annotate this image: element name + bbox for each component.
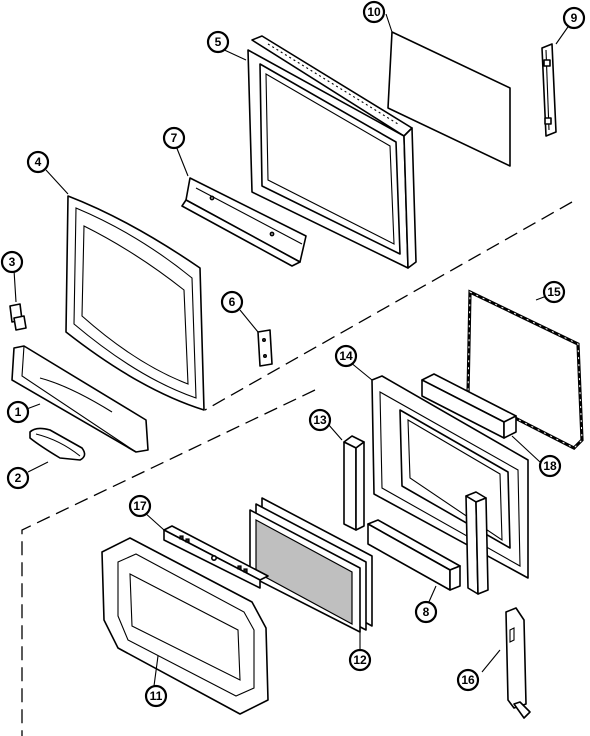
- callout-8: 8: [414, 600, 438, 624]
- callout-14-label: 14: [339, 349, 353, 363]
- callout-10: 10: [362, 0, 386, 24]
- callout-5-label: 5: [215, 35, 222, 49]
- callout-6-label: 6: [229, 295, 236, 309]
- callout-10-label: 10: [367, 5, 381, 19]
- callout-15-label: 15: [547, 285, 561, 299]
- callout-16: 16: [456, 668, 480, 692]
- callout-15: 15: [542, 280, 566, 304]
- part-6-plate: [257, 329, 273, 367]
- part-1-handle: [11, 345, 149, 453]
- callout-9: 9: [562, 6, 586, 30]
- callout-4: 4: [26, 150, 50, 174]
- callout-14: 14: [334, 344, 358, 368]
- callout-18-label: 18: [543, 459, 557, 473]
- callout-2-label: 2: [15, 471, 22, 485]
- part-3-clip: [9, 303, 27, 331]
- part-4-door-panel: [65, 195, 205, 411]
- part-17-vent-strip: [163, 525, 269, 589]
- callout-18: 18: [538, 454, 562, 478]
- callout-1: 1: [6, 400, 30, 424]
- part-15-gasket: [466, 289, 584, 450]
- callout-17: 17: [128, 494, 152, 518]
- callout-13-label: 13: [313, 413, 327, 427]
- part-18-insulation-block: [421, 373, 517, 439]
- callout-11-label: 11: [150, 689, 163, 703]
- callout-7-label: 7: [171, 131, 178, 145]
- callout-2: 2: [6, 466, 30, 490]
- callout-3: 3: [0, 250, 24, 274]
- callout-4-label: 4: [35, 155, 42, 169]
- part-11-outer-trim: [101, 537, 269, 715]
- part-10-glass-panel: [387, 31, 511, 167]
- part-12-glass-pack: [249, 497, 373, 633]
- part-8-insulation-blocks: [367, 491, 489, 595]
- part-7-channel-strip: [181, 177, 307, 267]
- callout-12-label: 12: [353, 653, 367, 667]
- part-2-handle-insert: [29, 427, 86, 461]
- callout-7: 7: [162, 126, 186, 150]
- part-16-hinge: [505, 607, 531, 719]
- section-divider-lines: [21, 201, 573, 736]
- callout-5: 5: [206, 30, 230, 54]
- callout-1-label: 1: [15, 405, 22, 419]
- callout-6: 6: [220, 290, 244, 314]
- callout-13: 13: [308, 408, 332, 432]
- callout-16-label: 16: [461, 673, 475, 687]
- callout-11: 11: [144, 684, 168, 708]
- callout-3-label: 3: [9, 255, 16, 269]
- callout-9-label: 9: [571, 11, 578, 25]
- callout-8-label: 8: [423, 605, 430, 619]
- part-5-outer-frame: [247, 35, 417, 269]
- callout-12: 12: [348, 648, 372, 672]
- part-13-vertical-insulation: [343, 435, 365, 531]
- part-9-bracket: [541, 43, 557, 137]
- callout-17-label: 17: [133, 499, 147, 513]
